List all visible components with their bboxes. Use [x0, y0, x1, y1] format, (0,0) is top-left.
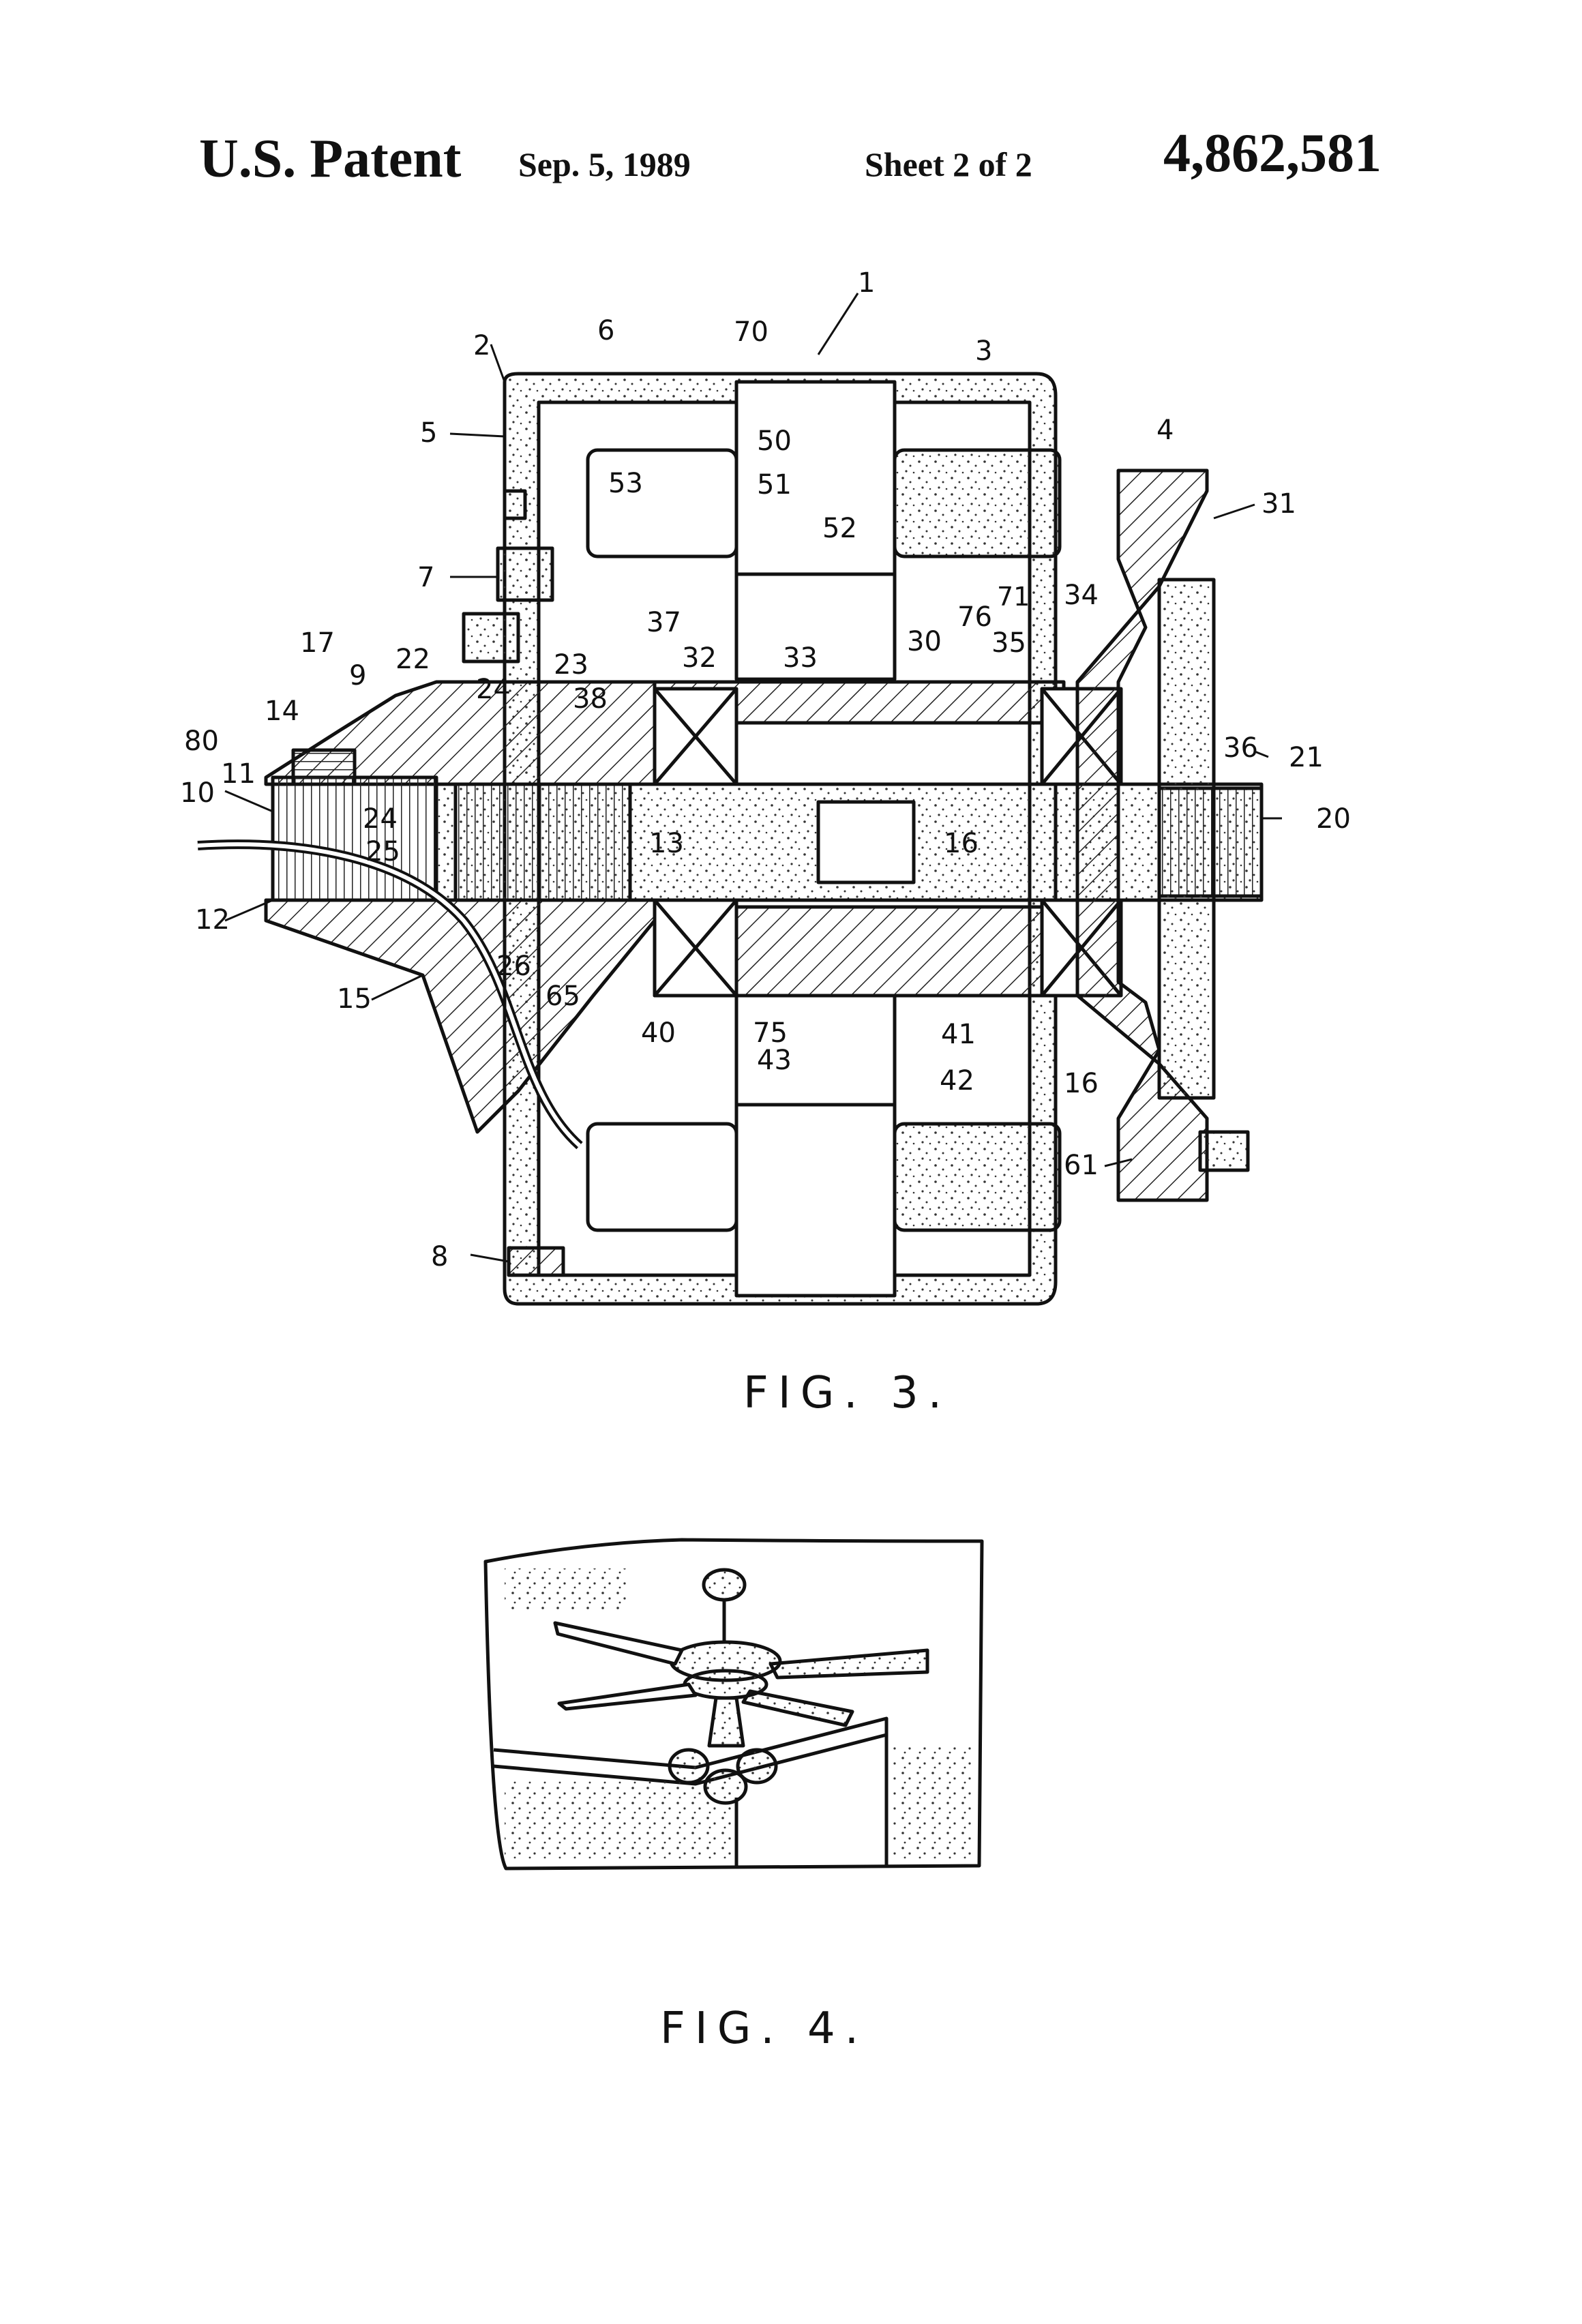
fig4-caption: FIG. 4. [660, 2003, 868, 2054]
